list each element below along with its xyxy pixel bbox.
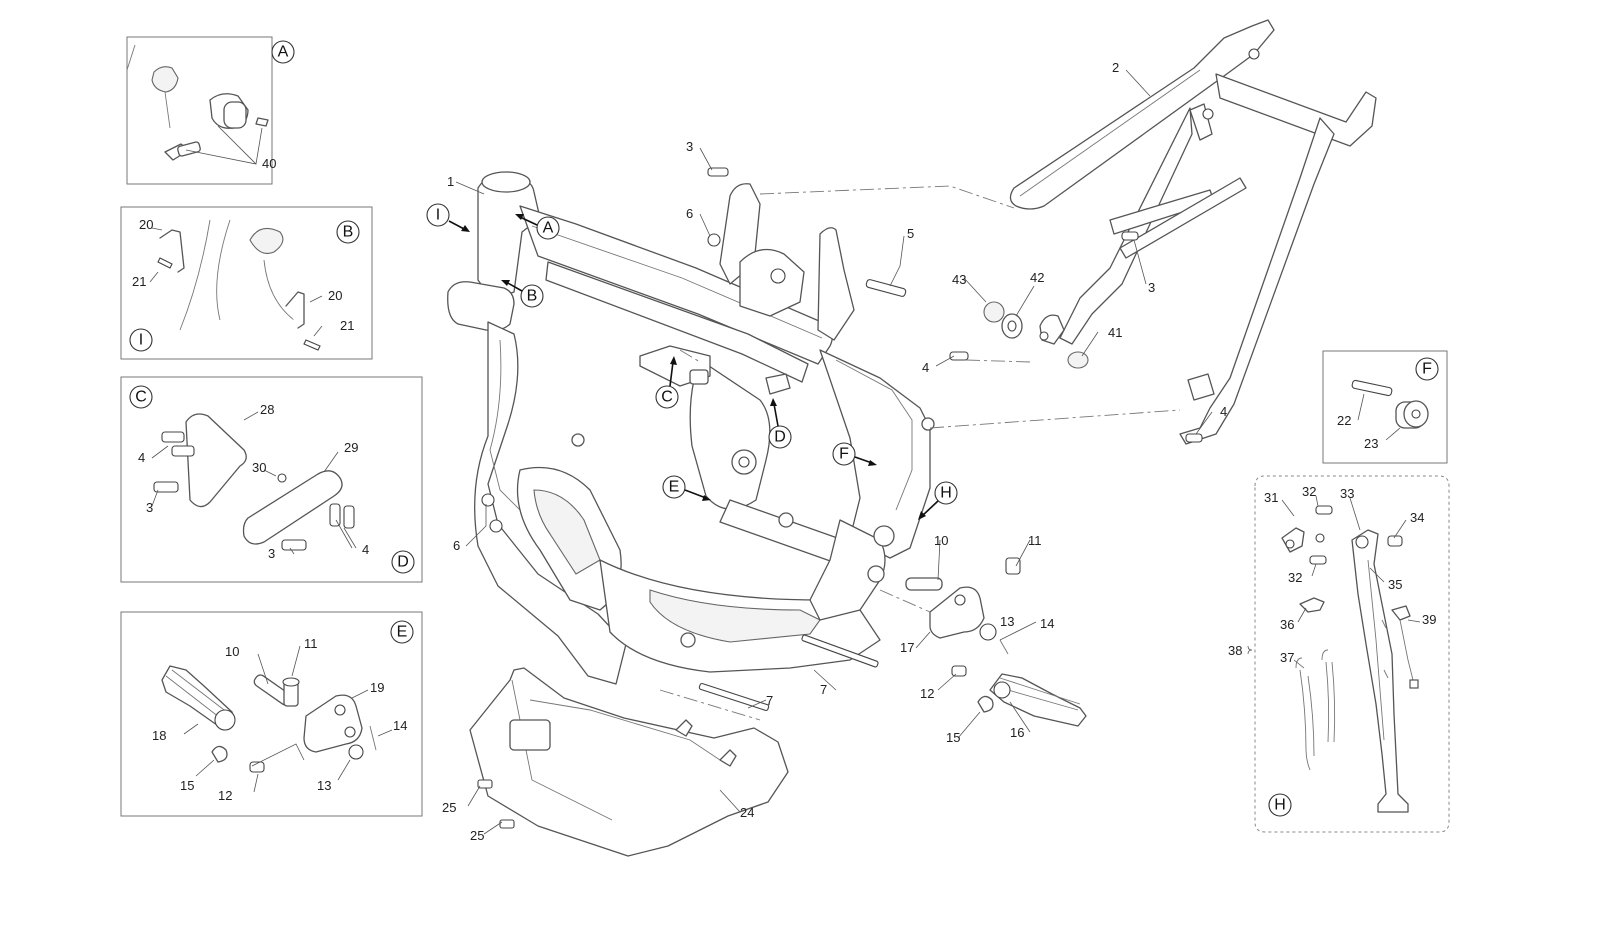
part-number-17: 17 [900, 640, 914, 655]
part-number-4-mid: 4 [922, 360, 929, 375]
part-number-14: 14 [393, 718, 407, 733]
part-number-36: 36 [1280, 617, 1294, 632]
connection-lines [659, 185, 1181, 721]
inset-e: 11 10 19 18 14 15 12 13 E [120, 611, 423, 817]
part-number-10: 10 [225, 644, 239, 659]
part-number-37: 37 [1280, 650, 1294, 665]
part-number-39: 39 [1422, 612, 1436, 627]
inset-a: 40 A [126, 36, 295, 185]
callout-b: B [527, 288, 538, 305]
part-number-12: 12 [218, 788, 232, 803]
part-number-12-main: 12 [920, 686, 934, 701]
part-number-41: 41 [1108, 325, 1122, 340]
part-number-13-main: 13 [1000, 614, 1014, 629]
footpeg-drawing [905, 557, 1087, 727]
part-number-14-main: 14 [1040, 616, 1054, 631]
callout-i: I [436, 207, 440, 224]
skid-plate-drawing [469, 667, 789, 857]
inset-h-letter: H [1274, 797, 1286, 814]
part-number-30: 30 [252, 460, 266, 475]
part-number-18: 18 [152, 728, 166, 743]
part-number-3-right: 3 [1148, 280, 1155, 295]
part-number-19: 19 [370, 680, 384, 695]
part-number-6-top: 6 [686, 206, 693, 221]
inset-a-letter: A [278, 44, 289, 61]
inset-c-letter: C [135, 389, 147, 406]
part-number-33: 33 [1340, 486, 1354, 501]
inset-d-letter: D [397, 554, 409, 571]
part-number-7-low: 7 [766, 693, 773, 708]
frame-drawing [447, 171, 935, 685]
inset-b: 20 21 20 21 B I [120, 206, 373, 360]
part-number-6-left: 6 [453, 538, 460, 553]
part-number-4b: 4 [362, 542, 369, 557]
callout-h: H [940, 485, 952, 502]
part-number-24: 24 [740, 805, 754, 820]
part-number-1: 1 [447, 174, 454, 189]
callout-c: C [661, 389, 673, 406]
part-number-10-main: 10 [934, 533, 948, 548]
inset-f: 22 23 F [1322, 350, 1448, 464]
inset-c: 28 4 3 29 30 3 4 C D [120, 376, 423, 583]
part-number-22: 22 [1337, 413, 1351, 428]
part-number-28: 28 [260, 402, 274, 417]
callout-d: D [774, 429, 786, 446]
part-number-29: 29 [344, 440, 358, 455]
part-number-20b: 20 [328, 288, 342, 303]
part-number-32b: 32 [1288, 570, 1302, 585]
part-number-15-main: 15 [946, 730, 960, 745]
part-number-32a: 32 [1302, 484, 1316, 499]
part-number-4a: 4 [138, 450, 145, 465]
part-number-11: 11 [304, 636, 318, 651]
part-number-31: 31 [1264, 490, 1278, 505]
part-number-35: 35 [1388, 577, 1402, 592]
inset-e-letter: E [397, 624, 408, 641]
part-number-7-mid: 7 [820, 682, 827, 697]
callout-a: A [543, 220, 554, 237]
bushings [983, 301, 1089, 369]
part-number-20a: 20 [139, 217, 153, 232]
part-number-5: 5 [907, 226, 914, 241]
part-number-3b: 3 [268, 546, 275, 561]
part-number-25-a: 25 [442, 800, 456, 815]
inset-f-letter: F [1422, 361, 1432, 378]
part-number-23: 23 [1364, 436, 1378, 451]
part-number-43: 43 [952, 272, 966, 287]
part-number-4-right: 4 [1220, 404, 1227, 419]
part-number-13: 13 [317, 778, 331, 793]
part-number-34: 34 [1410, 510, 1424, 525]
part-number-21b: 21 [340, 318, 354, 333]
part-number-16: 16 [1010, 725, 1024, 740]
callout-f: F [839, 446, 849, 463]
main-bolts [481, 167, 1203, 712]
main-part-numbers: 1 2 3 6 5 3 43 42 41 4 4 6 10 11 13 14 1… [442, 60, 1227, 843]
part-number-15: 15 [180, 778, 194, 793]
part-number-42: 42 [1030, 270, 1044, 285]
part-number-21a: 21 [132, 274, 146, 289]
subframe-drawing [1009, 19, 1377, 445]
part-number-3a: 3 [146, 500, 153, 515]
part-number-2: 2 [1112, 60, 1119, 75]
inset-b-letter: B [343, 224, 354, 241]
main-callouts: I A B C D E F H [426, 203, 958, 520]
part-number-11-main: 11 [1028, 533, 1042, 548]
callout-e: E [669, 479, 680, 496]
inset-i-letter: I [139, 332, 143, 349]
inset-h: 31 32 33 34 32 35 36 39 37 38 H [1228, 475, 1450, 833]
part-number-25-b: 25 [470, 828, 484, 843]
part-number-38: 38 [1228, 643, 1242, 658]
part-number-3-top: 3 [686, 139, 693, 154]
part-number-40: 40 [262, 156, 276, 171]
